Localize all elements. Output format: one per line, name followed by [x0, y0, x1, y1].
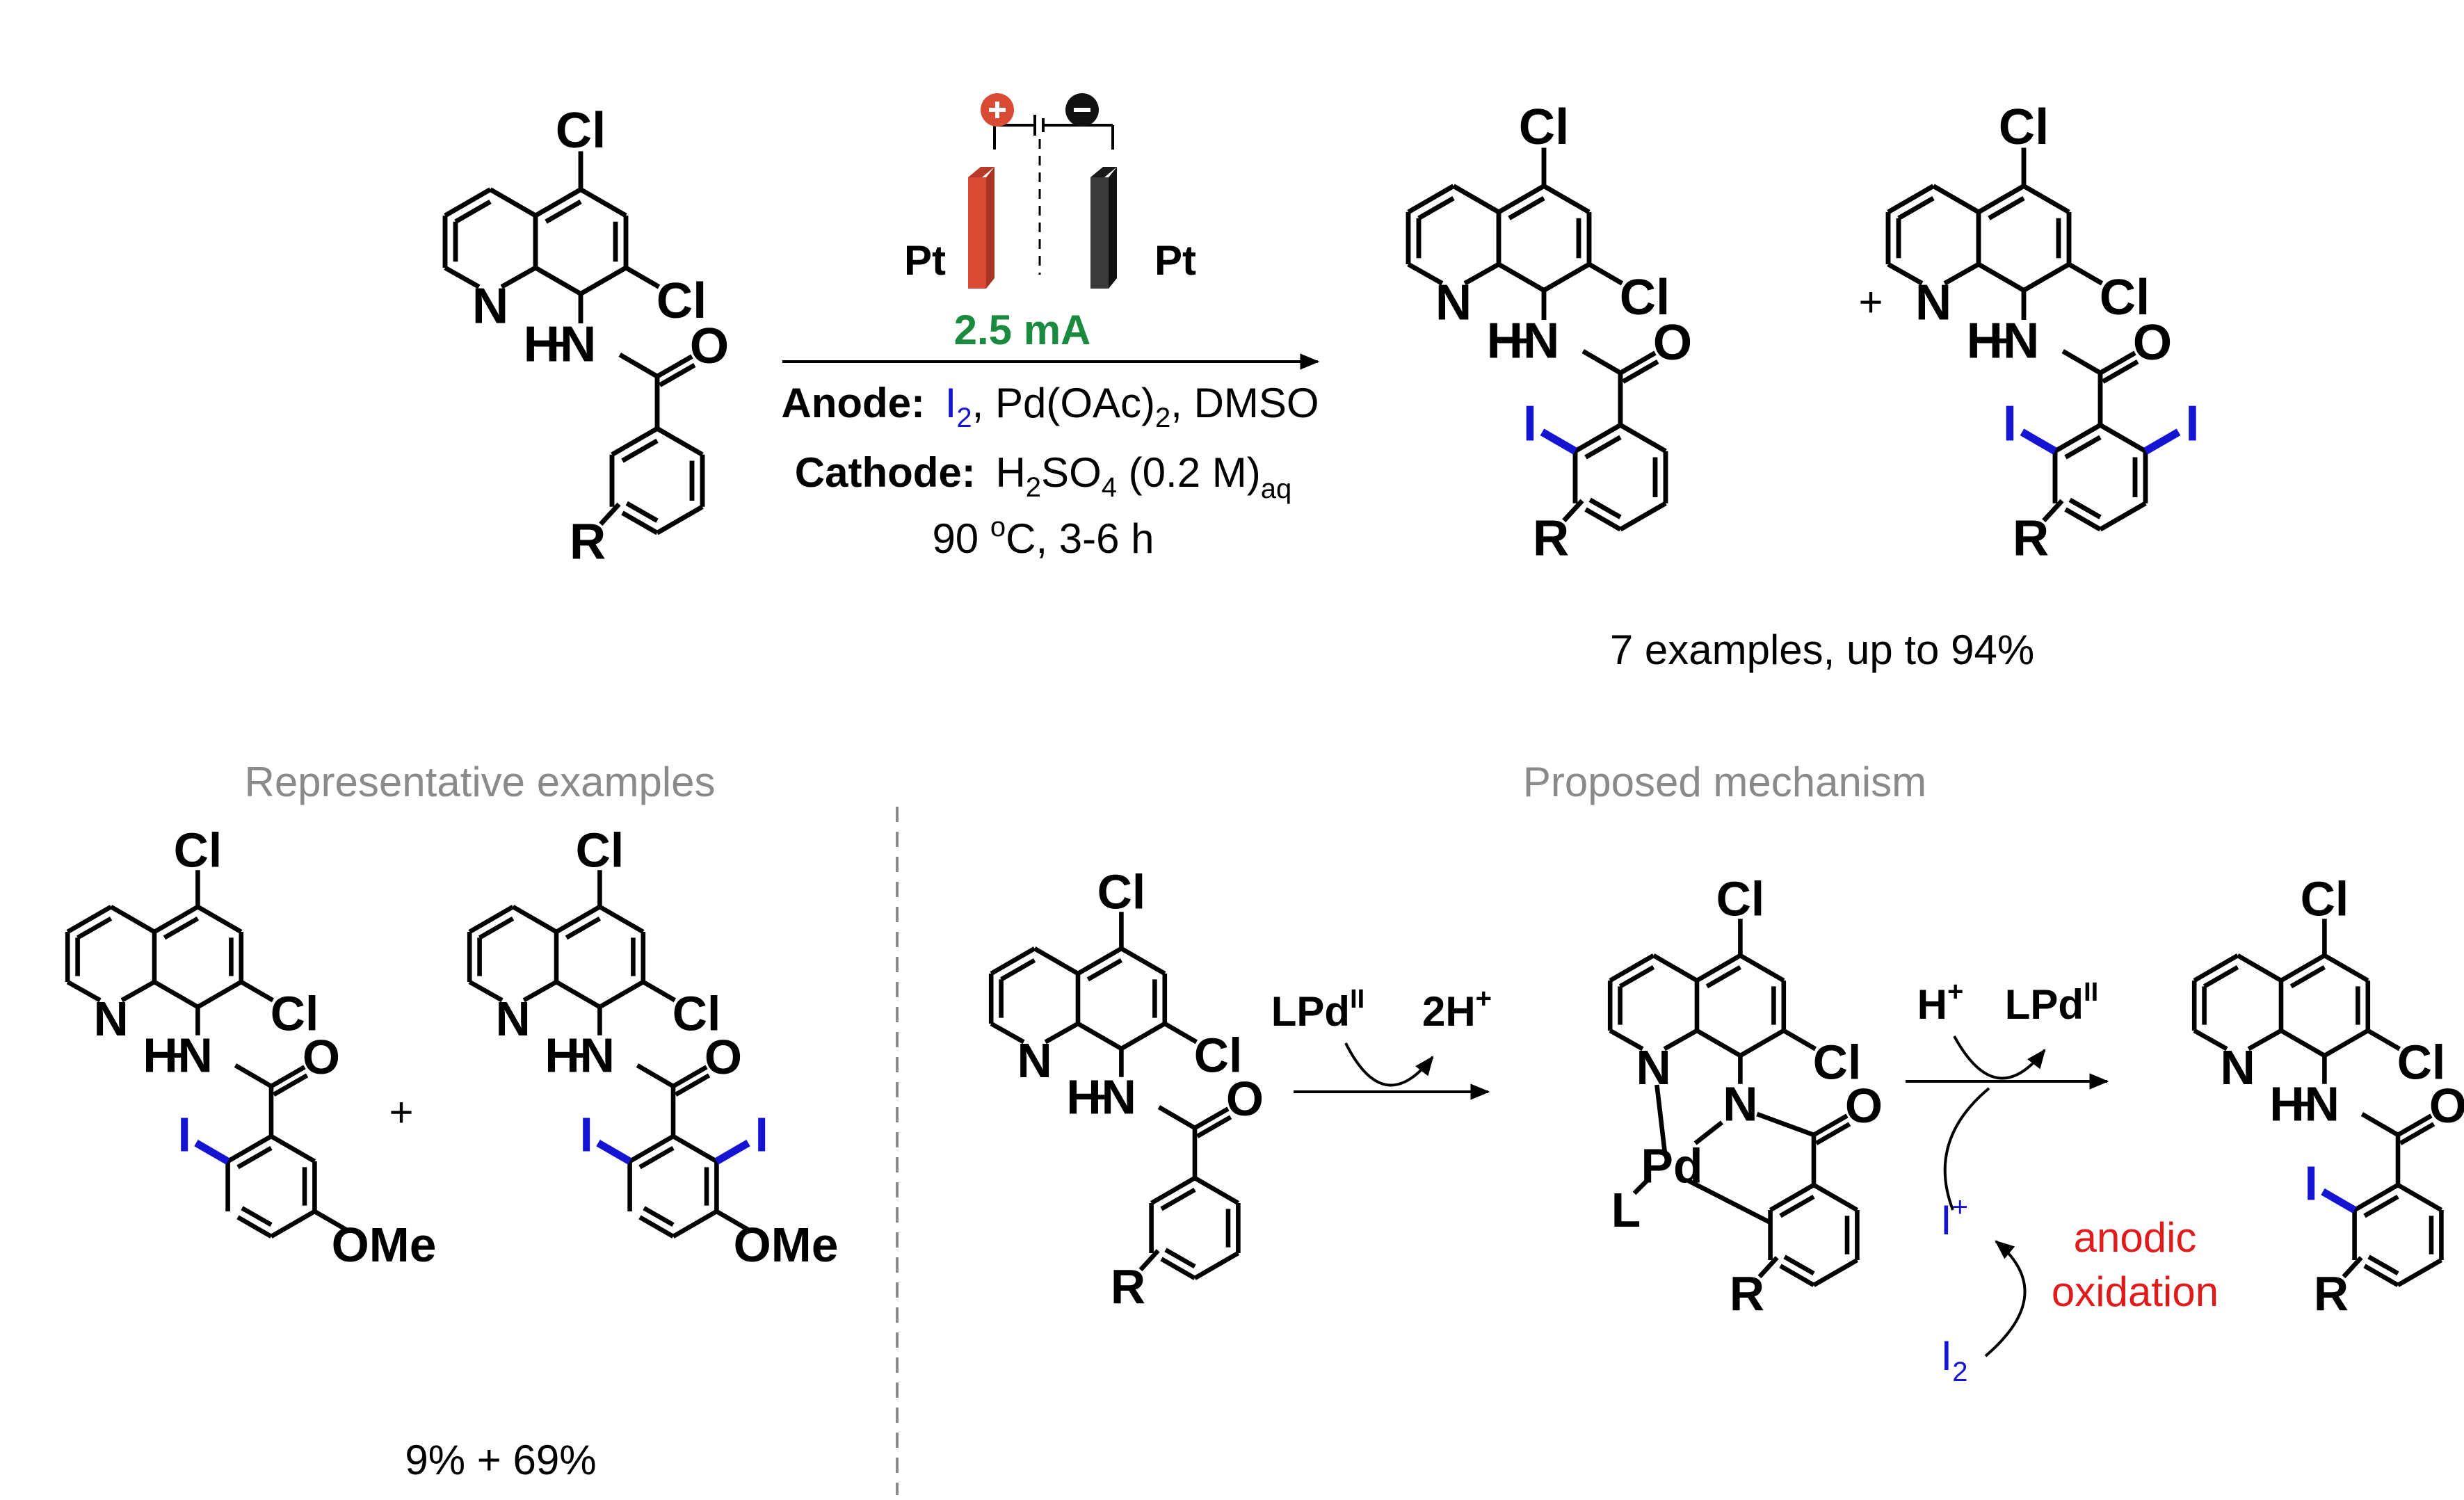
- atom-cl: Cl: [1194, 1029, 1243, 1083]
- representative-yield: 9% + 69%: [405, 1437, 596, 1483]
- atom-hn: HN: [143, 1029, 213, 1083]
- atom-pd: Pd: [1641, 1138, 1703, 1193]
- scope-note: 7 examples, up to 94%: [1610, 627, 2034, 673]
- product-diiodinated: Cl Cl N HN O I I R: [1888, 99, 2200, 566]
- atom-hn: HN: [545, 1029, 615, 1083]
- cathode-electrode-label: Pt: [1154, 237, 1196, 284]
- step2-curved-arrow: [1953, 1035, 2046, 1080]
- atom-n: N: [1435, 275, 1472, 331]
- atom-cl: Cl: [1716, 871, 1765, 926]
- atom-hn: HN: [1487, 313, 1560, 369]
- atom-l: L: [1611, 1183, 1641, 1237]
- atom-i: I: [580, 1108, 593, 1162]
- atom-o: O: [704, 1030, 742, 1084]
- iodine-species: I2: [1941, 1332, 1968, 1387]
- atom-cl: Cl: [576, 823, 625, 877]
- atom-ome: OMe: [332, 1218, 437, 1272]
- step1-product: 2H+: [1422, 983, 1492, 1035]
- atom-cl: Cl: [673, 987, 721, 1041]
- current-label: 2.5 mA: [954, 307, 1091, 353]
- mechanism-product: Cl Cl N HN O I R: [2194, 871, 2464, 1321]
- plus-sign: +: [1858, 279, 1883, 325]
- atom-cl: Cl: [1813, 1035, 1862, 1090]
- atom-cl: Cl: [271, 987, 319, 1041]
- atom-o: O: [1226, 1072, 1264, 1126]
- atom-i: I: [1523, 395, 1537, 451]
- atom-n: N: [2220, 1040, 2255, 1095]
- example-monoiodinated: Cl Cl N HN O I OMe: [67, 823, 436, 1272]
- atom-n: N: [472, 278, 508, 334]
- mechanism-heading: Proposed mechanism: [1523, 759, 1926, 805]
- atom-cl: Cl: [2397, 1035, 2446, 1090]
- atom-n: N: [1636, 1040, 1670, 1095]
- step2-reagent: H+: [1917, 976, 1964, 1028]
- step2-product: LPdII: [2005, 978, 2098, 1028]
- plus-sign: +: [389, 1089, 413, 1136]
- atom-n: N: [495, 992, 530, 1046]
- atom-cl: Cl: [2301, 871, 2349, 926]
- atom-i: I: [2003, 395, 2017, 451]
- representative-heading: Representative examples: [244, 759, 715, 805]
- atom-cl: Cl: [1519, 99, 1570, 155]
- step1-reagent: LPdII: [1271, 985, 1364, 1035]
- oxidation-arrow: [1984, 1240, 2027, 1357]
- oxidation-label-line2: oxidation: [2052, 1268, 2219, 1315]
- iodonium-curved-arrow: [1943, 1087, 1990, 1211]
- anode-electrode-label: Pt: [904, 237, 946, 284]
- atom-o: O: [1653, 314, 1692, 371]
- anode-electrode: [968, 167, 995, 289]
- step1-curved-arrow: [1344, 1042, 1434, 1087]
- atom-hn: HN: [1066, 1070, 1136, 1124]
- anode-conditions: Anode: I2, Pd(OAc)2, DMSO: [781, 380, 1319, 433]
- atom-i: I: [2185, 395, 2199, 451]
- cathode-electrode: [1090, 167, 1117, 289]
- example-diiodinated: Cl Cl N HN O I I OMe: [469, 823, 838, 1272]
- product-monoiodinated: Cl Cl N HN O I R: [1408, 99, 1692, 566]
- atom-cl: Cl: [174, 823, 223, 877]
- atom-o: O: [1845, 1079, 1883, 1133]
- oxidation-label-line1: anodic: [2074, 1214, 2197, 1261]
- atom-cl: Cl: [1999, 99, 2050, 155]
- atom-cl: Cl: [657, 273, 707, 329]
- temperature-time: 90 oC, 3-6 h: [932, 512, 1154, 562]
- atom-o: O: [690, 318, 729, 374]
- atom-hn: HN: [524, 316, 597, 373]
- atom-n: N: [1723, 1077, 1757, 1131]
- atom-o: O: [303, 1030, 340, 1084]
- palladacycle-intermediate: Cl Cl N N O Pd L R: [1607, 871, 1883, 1321]
- atom-cl: Cl: [1097, 864, 1146, 919]
- atom-i: I: [755, 1108, 768, 1162]
- atom-ome: OMe: [734, 1218, 839, 1272]
- atom-cl: Cl: [556, 102, 606, 159]
- electrochemical-cell-icon: Pt Pt 2.5 mA: [904, 93, 1196, 353]
- mechanism-starting-material: Cl Cl N HN O R: [991, 864, 1264, 1314]
- atom-i: I: [2305, 1156, 2318, 1211]
- atom-hn: HN: [1967, 313, 2040, 369]
- atom-n: N: [93, 992, 128, 1046]
- atom-n: N: [1915, 275, 1951, 331]
- atom-o: O: [2429, 1079, 2464, 1133]
- cathode-conditions: Cathode: H2SO4 (0.2 M)aq: [795, 449, 1291, 504]
- atom-i: I: [178, 1108, 191, 1162]
- atom-n: N: [1017, 1033, 1052, 1088]
- starting-material: Cl Cl N HN O R: [445, 102, 729, 570]
- iodonium-species: I+: [1940, 1192, 1968, 1243]
- atom-o: O: [2133, 314, 2172, 371]
- atom-hn: HN: [2269, 1077, 2340, 1131]
- atom-cl: Cl: [1620, 269, 1670, 325]
- atom-cl: Cl: [2100, 269, 2150, 325]
